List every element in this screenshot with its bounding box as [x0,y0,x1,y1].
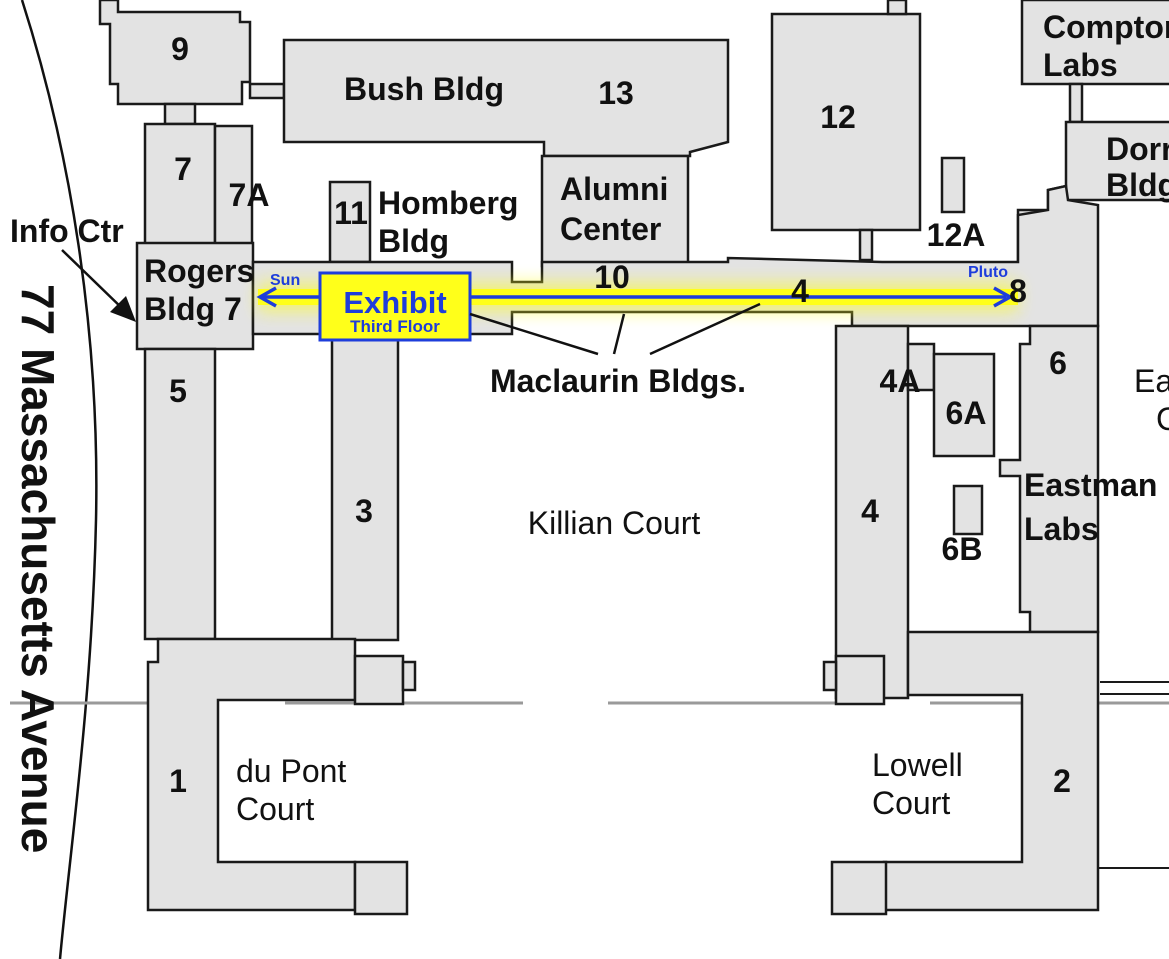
annex [834,654,886,706]
label-building-12a: 12A [927,217,986,253]
label-building-6b: 6B [942,531,983,567]
label-rogers-2: Bldg 7 [144,291,242,327]
label-pluto: Pluto [968,264,1008,281]
label-lowell-1: Lowell [872,747,963,783]
label-building-11: 11 [334,195,368,231]
building-12[interactable] [770,12,922,232]
maclaurin-pointer [612,313,626,355]
exhibit-title: Exhibit [343,285,446,320]
exhibit-subtitle: Third Floor [350,317,440,336]
building-11[interactable] [328,180,372,264]
label-building-7: 7 [174,151,192,187]
label-building-9: 9 [171,31,189,67]
label-building-7a: 7A [229,177,270,213]
label-dupont-2: Court [236,791,314,827]
label-building-2: 2 [1053,763,1071,799]
annex [830,860,888,916]
connector [886,0,908,16]
maclaurin-pointer [469,312,599,356]
label-homberg-1: Homberg [378,185,518,221]
label-bush: Bush Bldg [344,71,504,107]
label-building-10: 10 [594,259,630,295]
street-curb-left [20,0,98,959]
label-alumni-2: Center [560,211,661,247]
exhibit-marker[interactable] [318,271,472,342]
building-compton-labs[interactable] [1020,0,1169,86]
building-6a[interactable] [932,352,996,458]
building-5[interactable] [143,347,217,641]
connector [1068,82,1084,124]
building-6b[interactable] [952,484,984,536]
building-alumni-center[interactable] [540,154,690,268]
label-building-13: 13 [598,75,634,111]
label-building-6a: 6A [946,395,987,431]
connector [858,228,874,262]
info-pointer-arrowhead [110,296,136,322]
annex [353,654,405,706]
label-dorr-2: Bldg [1106,167,1169,203]
label-lowell-2: Court [872,785,950,821]
label-building-12: 12 [820,99,856,135]
label-building-8: 8 [1009,273,1027,309]
label-eastman-1: Eastman [1024,467,1157,503]
label-ea-1: Ea [1134,363,1169,399]
label-maclaurin: Maclaurin Bldgs. [490,363,746,399]
annex [822,660,838,692]
label-building-4: 4 [861,493,879,529]
label-sun: Sun [270,272,300,289]
label-alumni-1: Alumni [560,171,668,207]
label-building-3: 3 [355,493,373,529]
label-rogers-1: Rogers [144,253,254,289]
building-4[interactable] [834,324,910,700]
label-killian-court: Killian Court [528,505,701,541]
label-building-6: 6 [1049,345,1067,381]
label-building-4-top: 4 [791,273,809,309]
label-compton-2: Labs [1043,47,1118,83]
connector [248,82,286,100]
label-homberg-2: Bldg [378,223,449,259]
building-13[interactable] [282,38,730,158]
annex [353,860,409,916]
maclaurin-pointer [649,302,761,356]
building-9[interactable] [98,0,252,106]
route-arrow-left [256,286,277,308]
label-building-4a: 4A [880,363,921,399]
label-compton-1: Compton [1043,9,1169,45]
label-eastman-2: Labs [1024,511,1099,547]
building-7a[interactable] [213,124,254,246]
building-12a[interactable] [940,156,966,214]
info-pointer-line [61,249,127,313]
label-building-1: 1 [169,763,187,799]
building-3[interactable] [330,332,400,642]
label-dorr-1: Dorr [1106,131,1169,167]
label-dupont-1: du Pont [236,753,346,789]
label-info-ctr: Info Ctr [10,213,124,249]
label-ea-2: C [1156,401,1169,437]
annex [401,660,417,692]
route-arrow-right [993,286,1014,308]
connector [163,102,197,126]
label-street: 77 Massachusetts Avenue [12,284,64,853]
label-building-5: 5 [169,373,187,409]
